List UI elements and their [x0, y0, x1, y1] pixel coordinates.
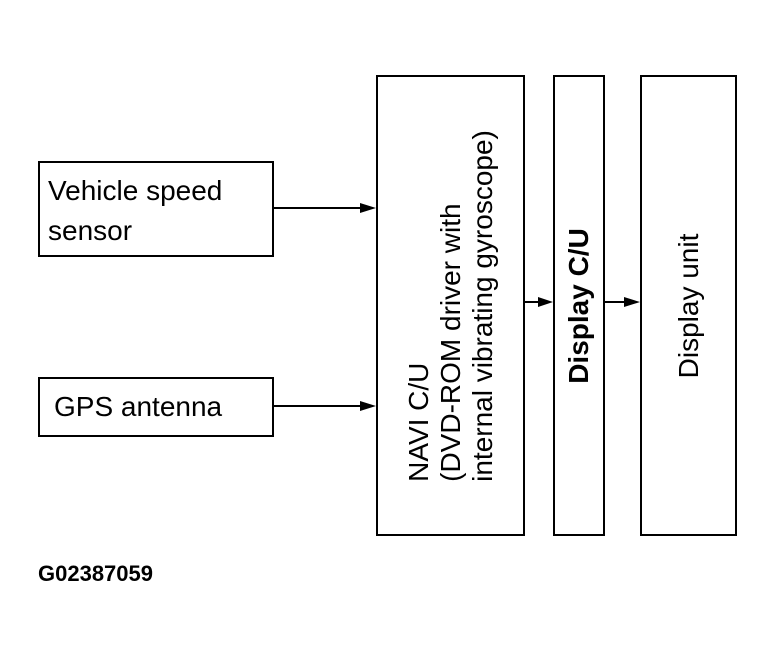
- display-cu-block: Display C/U: [553, 75, 605, 536]
- display-unit-block: Display unit: [640, 75, 737, 536]
- arrowhead-display-cu-to-display-unit: [624, 297, 640, 307]
- figure-code: G02387059: [38, 561, 153, 586]
- arrowhead-navi-to-display-cu: [538, 297, 553, 307]
- vehicle-speed-sensor-label-line1: Vehicle speed: [48, 175, 223, 206]
- gps-antenna-block: GPS antenna: [38, 377, 274, 437]
- gps-antenna-label: GPS antenna: [54, 391, 223, 422]
- arrowhead-gps-to-navi: [360, 401, 376, 411]
- vehicle-speed-sensor-label-line2: sensor: [48, 215, 133, 246]
- navi-cu-block: NAVI C/U (DVD-ROM driver with internal v…: [376, 75, 525, 536]
- vehicle-speed-sensor-block: Vehicle speed sensor: [38, 161, 274, 257]
- arrowhead-speed-sensor-to-navi: [360, 203, 376, 213]
